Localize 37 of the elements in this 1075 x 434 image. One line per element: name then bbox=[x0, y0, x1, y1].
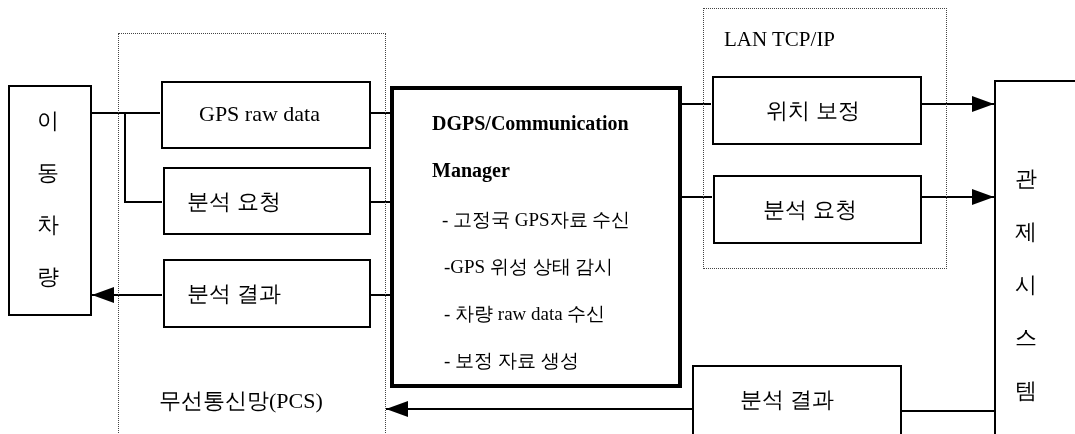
list-item: - 차량 raw data 수신 bbox=[444, 302, 606, 326]
list-item: - 고정국 GPS자료 수신 bbox=[442, 208, 631, 232]
connector-line bbox=[91, 112, 163, 203]
connector-line bbox=[901, 410, 995, 412]
process-box bbox=[163, 259, 371, 328]
box-label: 분석 결과 bbox=[740, 386, 834, 414]
system-box bbox=[994, 80, 1075, 434]
process-box bbox=[712, 76, 922, 145]
connector-line bbox=[369, 112, 391, 114]
process-box bbox=[713, 175, 922, 244]
connector-line bbox=[369, 201, 391, 203]
box-label: 분석 결과 bbox=[187, 280, 281, 308]
box-label: 관제시스템 bbox=[1014, 165, 1039, 405]
region-label: 무선통신망(PCS) bbox=[159, 387, 323, 415]
connector-line bbox=[681, 196, 713, 198]
arrow bbox=[920, 96, 995, 112]
box-label: 분석 요청 bbox=[763, 196, 857, 224]
process-box bbox=[692, 365, 902, 434]
arrow bbox=[385, 401, 693, 417]
process-box bbox=[163, 167, 371, 235]
arrow bbox=[920, 189, 995, 205]
network-region bbox=[118, 33, 386, 434]
region-label: LAN TCP/IP bbox=[724, 27, 836, 52]
box-label: 위치 보정 bbox=[766, 97, 860, 125]
list-item: -GPS 위성 상태 감시 bbox=[444, 255, 614, 279]
box-label: 이동차량 bbox=[36, 107, 61, 291]
network-region bbox=[703, 8, 947, 269]
box-heading: DGPS/Communication Manager bbox=[432, 111, 630, 184]
arrow bbox=[91, 287, 163, 303]
manager-box bbox=[390, 86, 682, 388]
list-item: - 보정 자료 생성 bbox=[444, 349, 579, 373]
vehicle-box bbox=[8, 85, 92, 316]
process-box bbox=[161, 81, 371, 149]
connector-line bbox=[681, 103, 712, 105]
connector-line bbox=[369, 294, 391, 296]
box-label: 분석 요청 bbox=[187, 188, 281, 216]
box-label: GPS raw data bbox=[199, 101, 320, 127]
